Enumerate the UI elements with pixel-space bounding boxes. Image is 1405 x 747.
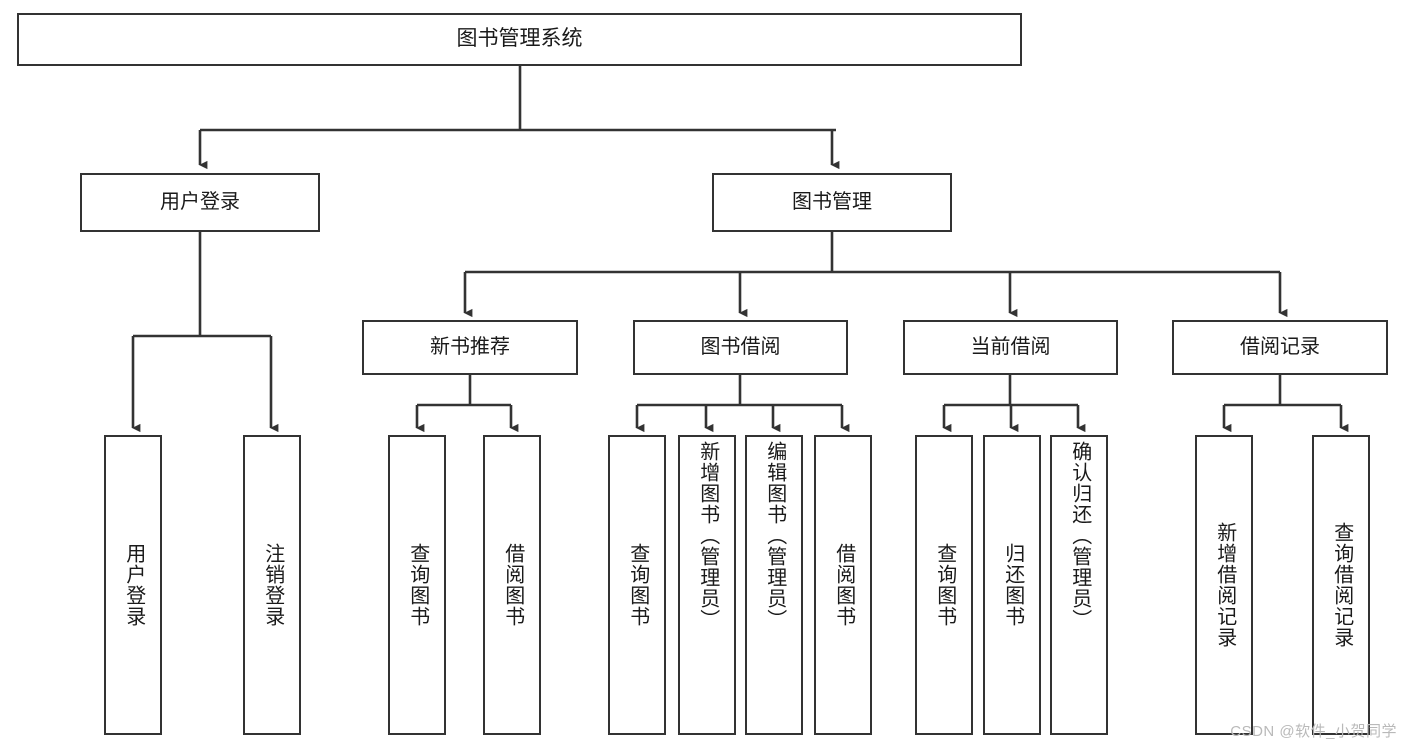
leaf-borrow-query-book[interactable]: 查询图书 (608, 435, 666, 735)
leaf-user-login-login[interactable]: 用户登录 (104, 435, 162, 735)
leaf-recommend-borrow-book[interactable]: 借阅图书 (483, 435, 541, 735)
node-user-login[interactable]: 用户登录 (80, 173, 320, 232)
leaf-user-login-logout[interactable]: 注销登录 (243, 435, 301, 735)
watermark-text: CSDN @软件_小贺同学 (1230, 723, 1397, 740)
leaf-borrow-borrow-book[interactable]: 借阅图书 (814, 435, 872, 735)
node-new-book-recommend[interactable]: 新书推荐 (362, 320, 578, 375)
leaf-recommend-query-book[interactable]: 查询图书 (388, 435, 446, 735)
leaf-current-return-book[interactable]: 归还图书 (983, 435, 1041, 735)
node-book-borrow[interactable]: 图书借阅 (633, 320, 848, 375)
node-borrow-records[interactable]: 借阅记录 (1172, 320, 1388, 375)
node-current-borrow[interactable]: 当前借阅 (903, 320, 1118, 375)
leaf-current-query-book[interactable]: 查询图书 (915, 435, 973, 735)
leaf-records-add-record[interactable]: 新增借阅记录 (1195, 435, 1253, 735)
leaf-records-query-record[interactable]: 查询借阅记录 (1312, 435, 1370, 735)
leaf-borrow-add-book-admin[interactable]: 新增图书（管理员） (678, 435, 736, 735)
node-root-system[interactable]: 图书管理系统 (17, 13, 1022, 66)
node-book-management[interactable]: 图书管理 (712, 173, 952, 232)
leaf-borrow-edit-book-admin[interactable]: 编辑图书（管理员） (745, 435, 803, 735)
leaf-current-confirm-return-admin[interactable]: 确认归还（管理员） (1050, 435, 1108, 735)
